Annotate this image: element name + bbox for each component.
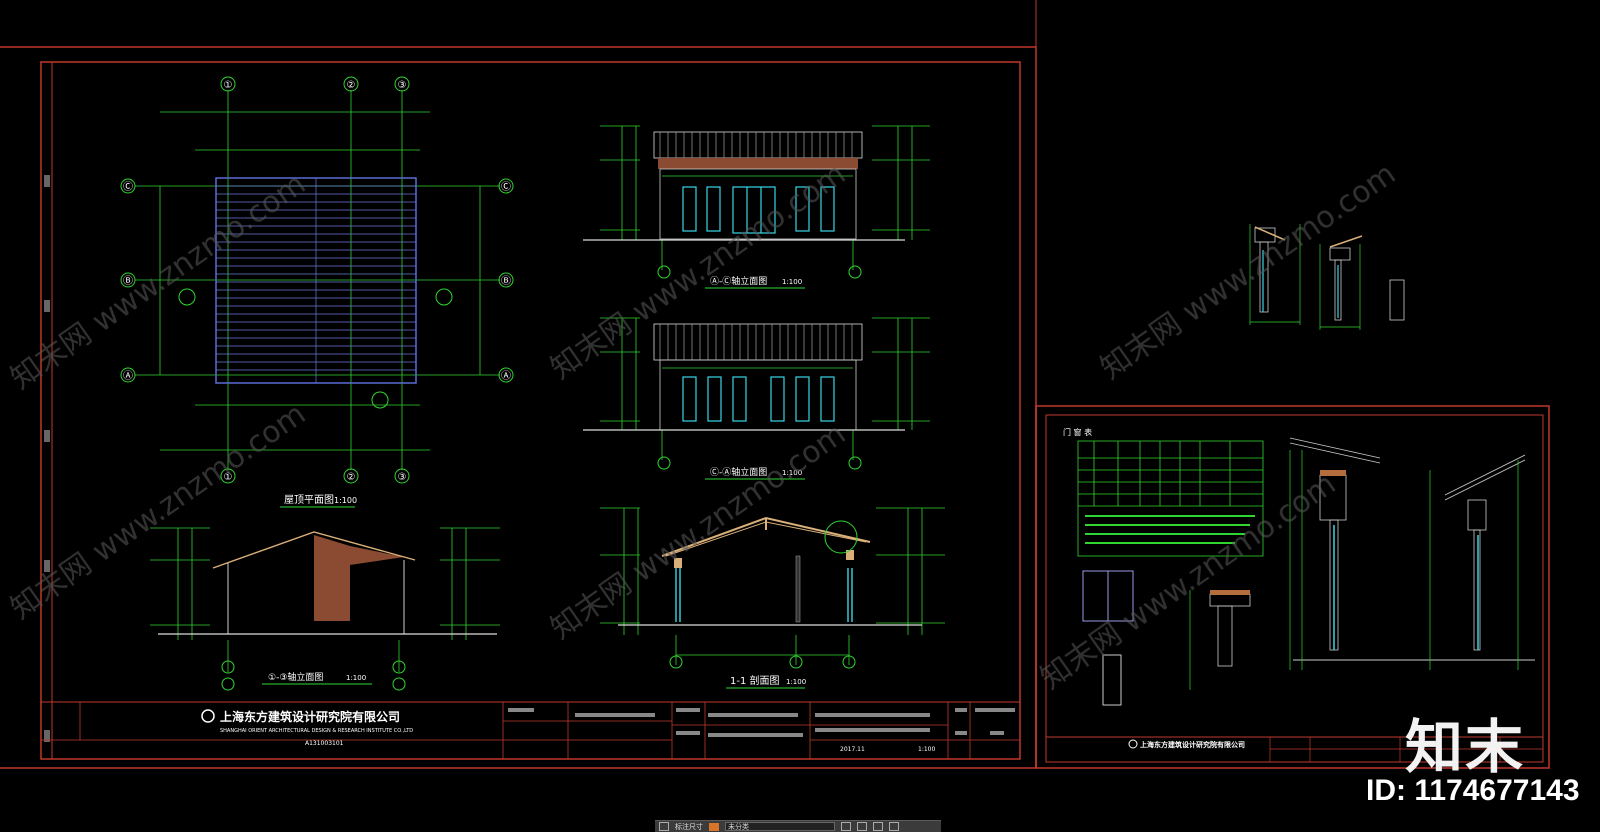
- door-window-table-title: 门 窗 表: [1063, 427, 1092, 437]
- layer-color-swatch: [709, 822, 719, 831]
- axis-b-right: Ⓑ: [501, 275, 511, 287]
- watermark-4: 知末网 www.znzmo.com: [5, 397, 313, 627]
- axis-a-right: Ⓐ: [501, 370, 511, 382]
- axis-1-bottom: ①: [224, 472, 233, 483]
- section-1-1-title: 1-1 剖面图: [730, 674, 780, 687]
- watermark-5: 知末网 www.znzmo.com: [545, 417, 853, 647]
- command-hint: 标注尺寸: [675, 822, 703, 831]
- axis-c-right: Ⓒ: [501, 181, 511, 193]
- left-strip-labels: [44, 175, 50, 742]
- axis-2-bottom: ②: [347, 472, 356, 483]
- roof-tile-lines: [216, 178, 416, 383]
- detail-company-name: 上海东方建筑设计研究院有限公司: [1140, 740, 1245, 749]
- watermark-6: 知末网 www.znzmo.com: [1035, 467, 1343, 697]
- layer-icon[interactable]: [659, 822, 669, 831]
- axis-2-top: ②: [347, 80, 356, 91]
- asset-id-label: ID: 1174677143: [1366, 774, 1580, 807]
- section-1-1-scale: 1:100: [786, 678, 806, 686]
- site-logo: 知末: [1405, 713, 1526, 781]
- roof-plan-scale: 1:100: [334, 496, 357, 505]
- company-logo-icon: [201, 709, 215, 723]
- pencil-icon[interactable]: [841, 822, 851, 831]
- section-1-1[interactable]: 1-1 剖面图 1:100: [600, 507, 945, 689]
- axis-3-top: ③: [398, 80, 407, 91]
- axis-bubbles: [120, 76, 514, 484]
- door-window-table: [1077, 440, 1264, 557]
- roof-plan[interactable]: ① ② ③ ① ② ③ Ⓒ Ⓑ Ⓐ Ⓒ Ⓑ Ⓐ 屋顶平面图 1:100: [120, 76, 514, 508]
- roof-plan-title: 屋顶平面图: [284, 494, 334, 506]
- axis-c-left: Ⓒ: [123, 181, 133, 193]
- company-name-en: SHANGHAI ORIENT ARCHITECTURAL DESIGN & R…: [220, 728, 413, 734]
- elevation-c-a[interactable]: Ⓒ-Ⓐ轴立面图 1:100: [583, 317, 930, 480]
- elevation-c-a-title: Ⓒ-Ⓐ轴立面图: [710, 466, 767, 478]
- watermark-2: 知末网 www.znzmo.com: [545, 157, 853, 387]
- certificate-number: A131003101: [305, 740, 344, 747]
- axis-3-bottom: ③: [398, 472, 407, 483]
- watermark-3: 知末网 www.znzmo.com: [1095, 157, 1403, 387]
- cad-bottom-toolbar[interactable]: 标注尺寸 未分类: [655, 820, 941, 832]
- elevation-a-c[interactable]: Ⓐ-Ⓒ轴立面图 1:100: [583, 125, 930, 289]
- copy-icon[interactable]: [857, 822, 867, 831]
- title-block-main[interactable]: 上海东方建筑设计研究院有限公司 SHANGHAI ORIENT ARCHITEC…: [40, 701, 1021, 760]
- print-icon[interactable]: [889, 822, 899, 831]
- elevation-c-a-scale: 1:100: [782, 469, 802, 477]
- elevation-1-3-scale: 1:100: [346, 674, 366, 682]
- paste-icon[interactable]: [873, 822, 883, 831]
- layer-dropdown[interactable]: 未分类: [725, 822, 835, 831]
- elevation-a-c-scale: 1:100: [782, 278, 802, 286]
- axis-b-left: Ⓑ: [123, 275, 133, 287]
- sheet-date: 2017.11: [840, 746, 865, 753]
- elevation-1-3-title: ①-③轴立面图: [268, 671, 323, 683]
- drawing-frames: [0, 0, 1550, 769]
- watermarks: 知末网 www.znzmo.com 知末网 www.znzmo.com 知末网 …: [5, 157, 1403, 697]
- elevation-a-c-title: Ⓐ-Ⓒ轴立面图: [710, 275, 767, 287]
- axis-1-top: ①: [224, 80, 233, 91]
- detail-sheet[interactable]: 门 窗 表: [1045, 224, 1544, 763]
- sheet-scale: 1:100: [918, 746, 935, 753]
- elevation-1-3[interactable]: ①-③轴立面图 1:100: [150, 527, 500, 691]
- company-name-cn: 上海东方建筑设计研究院有限公司: [220, 709, 400, 724]
- axis-a-left: Ⓐ: [123, 370, 133, 382]
- detail-company-logo-icon: [1128, 739, 1138, 749]
